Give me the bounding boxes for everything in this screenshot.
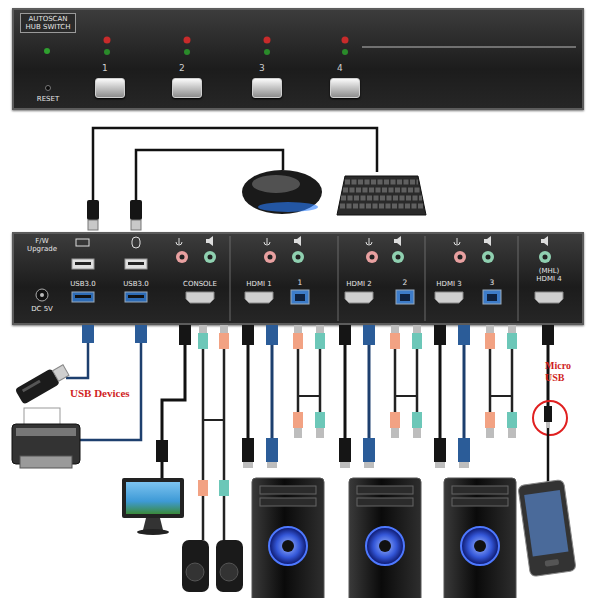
speaker [216, 540, 243, 592]
brand-plate: AUTOSCAN HUB SWITCH [20, 13, 76, 33]
key-row [343, 188, 420, 193]
front-panel: 1 2 3 4 AUTOSCAN HUB SWITCH RESET [12, 8, 584, 110]
computer-set [242, 325, 325, 598]
mouse-glow [258, 202, 318, 212]
audio-plug [219, 333, 229, 349]
audio-cable [223, 496, 226, 540]
usb-plug [82, 325, 94, 343]
button-number: 1 [102, 63, 114, 73]
audio-cable [202, 349, 205, 480]
port-label: CONSOLE [176, 280, 224, 288]
flash-stripe [22, 380, 41, 393]
mouse-cable [136, 150, 283, 205]
callout-text: USB Devices [70, 387, 140, 400]
mhl-cable [547, 428, 550, 482]
smartphone [518, 479, 576, 577]
plug-tip [199, 325, 207, 333]
key-row [341, 196, 422, 201]
audio-cable [202, 496, 205, 540]
port-label: USB3.0 [66, 280, 100, 288]
usb-plug [130, 200, 142, 220]
key-row [340, 204, 424, 209]
printer [12, 424, 80, 464]
usb-plug [87, 200, 99, 220]
button-number: 3 [259, 63, 271, 73]
speaker-cone [186, 563, 204, 581]
mouse-highlight [252, 175, 300, 193]
printer-paper [24, 408, 60, 428]
hdmi-plug [179, 325, 191, 345]
audio-cable [223, 349, 226, 480]
speaker [182, 540, 209, 592]
port-number: 3 [485, 279, 499, 288]
port-label: HDMI 1 [240, 280, 278, 288]
plug-tip [88, 220, 98, 230]
plug-tip [131, 220, 141, 230]
phone-button [545, 559, 560, 567]
keyboard [337, 176, 426, 215]
button-number: 4 [337, 63, 349, 73]
printer-tray [20, 456, 72, 468]
computer-set [339, 325, 422, 598]
usb-flash-drive [15, 362, 71, 405]
select-button: 4 [330, 78, 360, 98]
select-button: 1 [95, 78, 125, 98]
audio-bridge [203, 419, 224, 421]
port-label: HDMI 2 [340, 280, 378, 288]
mouse [242, 170, 322, 214]
usb-cable [66, 343, 88, 378]
port-number: 1 [293, 279, 307, 288]
audio-plug [219, 480, 229, 496]
highlight-circle [533, 401, 567, 435]
plug-tip [546, 422, 550, 428]
flash-body [15, 368, 60, 405]
computer-set [434, 325, 517, 598]
port-label: DC 5V [23, 305, 61, 313]
button-label: RESET [30, 95, 66, 103]
hdmi-plug [156, 440, 168, 462]
port-number: 2 [398, 279, 412, 288]
key-row [345, 180, 418, 185]
audio-plug [198, 480, 208, 496]
printer-top [16, 428, 76, 436]
callout-text: Micro USB [545, 360, 585, 383]
select-button: 2 [172, 78, 202, 98]
monitor [122, 478, 184, 518]
monitor-screen [126, 482, 180, 514]
flash-tip [53, 365, 69, 381]
usb-plug [135, 325, 147, 343]
hdmi-cable [162, 345, 185, 440]
port-label: HDMI 3 [430, 280, 468, 288]
plug-tip [220, 325, 228, 333]
hdmi-plug [542, 325, 554, 345]
phone-screen [524, 490, 568, 556]
audio-plug [198, 333, 208, 349]
port-label: F/W Upgrade [24, 237, 60, 253]
port-label: (MHL) HDMI 4 [530, 267, 568, 283]
keyboard-cable [93, 128, 377, 205]
speaker-cone [220, 563, 238, 581]
monitor-stand [143, 518, 163, 530]
micro-usb-plug [544, 406, 552, 422]
rear-panel: F/W UpgradeUSB3.0 USB3.0 DC 5V CONSOLE HDMI … [12, 232, 584, 325]
port-label: USB3.0 [119, 280, 153, 288]
hdmi-cable [161, 462, 164, 478]
monitor-base [137, 529, 169, 535]
button-number: 2 [179, 63, 191, 73]
select-button: 3 [252, 78, 282, 98]
phone-body [518, 479, 576, 577]
